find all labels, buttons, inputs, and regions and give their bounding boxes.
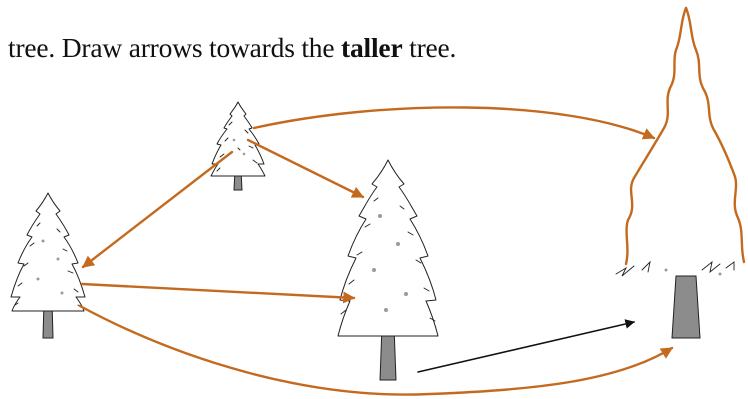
middle-tree — [337, 159, 439, 381]
pine-tree-icon — [337, 159, 439, 381]
instruction-text: tree. Draw arrows towards the taller tre… — [8, 32, 456, 64]
arrow-left-to-middle — [80, 282, 356, 304]
arrow-small-to-left — [81, 150, 234, 269]
pine-tree-icon — [10, 192, 86, 339]
tall-pine-outline-icon — [615, 6, 746, 339]
instruction-suffix: tree. — [402, 32, 457, 63]
arrow-left-to-tallest — [78, 304, 674, 396]
arrow-small-to-tallest — [252, 106, 656, 140]
arrows — [78, 106, 674, 396]
pine-tree-icon — [210, 101, 266, 191]
small-tree — [210, 101, 266, 191]
left-tree — [10, 192, 86, 339]
arrow-middle-to-tallest — [417, 319, 635, 373]
instruction-prefix: tree. Draw arrows towards the — [8, 32, 342, 63]
instruction-emphasis: taller — [341, 32, 403, 63]
arrow-small-to-middle — [246, 138, 365, 199]
tallest-tree — [615, 6, 746, 339]
